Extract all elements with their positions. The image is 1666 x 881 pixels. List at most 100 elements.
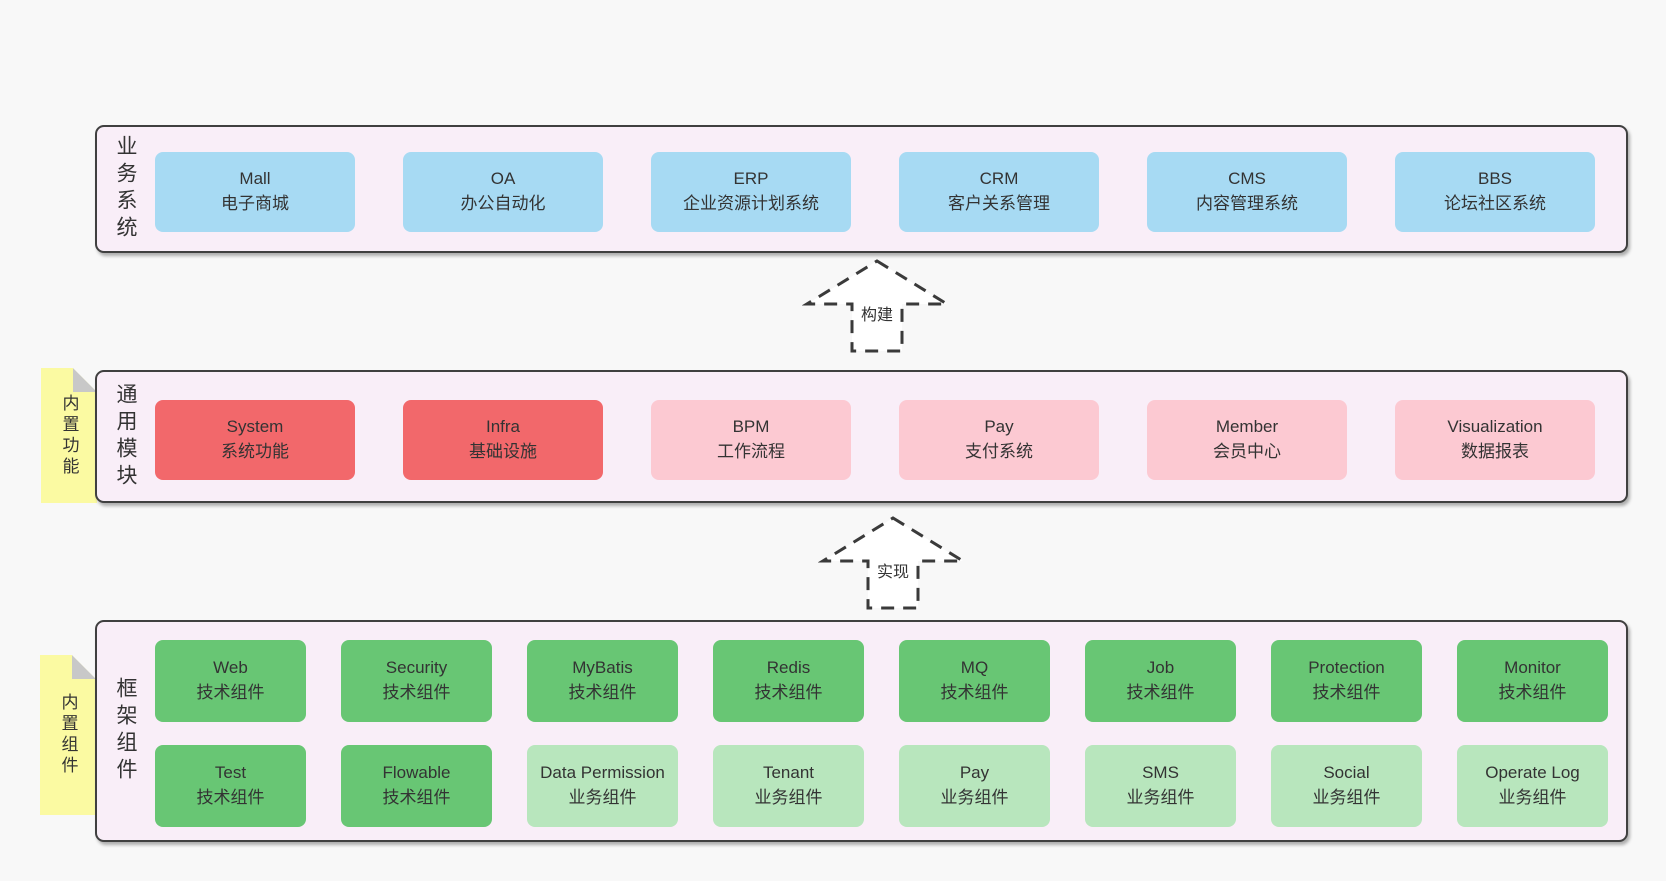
box-subtitle: 业务组件	[754, 788, 823, 807]
box-subtitle: 技术组件	[382, 788, 451, 807]
box-title: Mall	[239, 169, 271, 189]
box-title: Operate Log	[1485, 763, 1580, 783]
box-subtitle: 论坛社区系统	[1444, 194, 1546, 213]
box-operate-log: Operate Log 业务组件	[1457, 745, 1608, 827]
box-title: MyBatis	[572, 658, 633, 678]
box-mq: MQ 技术组件	[899, 640, 1050, 722]
box-title: Monitor	[1504, 658, 1561, 678]
sticky-note-label: 内置功能	[59, 393, 79, 478]
business-box-row: Mall 电子商城 OA 办公自动化 ERP 企业资源计划系统 CRM 客户关系…	[155, 152, 1595, 232]
box-mall: Mall 电子商城	[155, 152, 355, 232]
box-subtitle: 技术组件	[196, 683, 265, 702]
components-box-row-1: Web 技术组件 Security 技术组件 MyBatis 技术组件 Redi…	[155, 640, 1608, 722]
box-title: System	[226, 417, 284, 437]
box-title: BBS	[1477, 169, 1513, 189]
box-subtitle: 基础设施	[469, 442, 537, 461]
box-title: BPM	[732, 417, 770, 437]
box-subtitle: 企业资源计划系统	[683, 194, 819, 213]
arrow-label: 构建	[858, 301, 896, 325]
box-social: Social 业务组件	[1271, 745, 1422, 827]
box-subtitle: 会员中心	[1213, 442, 1281, 461]
box-subtitle: 业务组件	[568, 788, 637, 807]
box-subtitle: 业务组件	[1498, 788, 1567, 807]
components-box-row-2: Test 技术组件 Flowable 技术组件 Data Permission …	[155, 745, 1608, 827]
modules-box-row: System 系统功能 Infra 基础设施 BPM 工作流程 Pay 支付系统…	[155, 400, 1595, 480]
box-subtitle: 业务组件	[940, 788, 1009, 807]
box-title: ERP	[733, 169, 769, 189]
box-protection: Protection 技术组件	[1271, 640, 1422, 722]
box-title: OA	[490, 169, 516, 189]
box-bbs: BBS 论坛社区系统	[1395, 152, 1595, 232]
box-subtitle: 支付系统	[965, 442, 1033, 461]
sticky-note-label: 内置组件	[58, 693, 78, 777]
box-infra: Infra 基础设施	[403, 400, 603, 480]
box-title: Pay	[984, 417, 1014, 437]
panel-title-common-modules: 通用模块	[114, 382, 137, 491]
panel-business-systems: 业务系统 Mall 电子商城 OA 办公自动化 ERP 企业资源计划系统 CRM…	[95, 125, 1628, 253]
box-title: Pay	[959, 763, 990, 783]
box-bpm: BPM 工作流程	[651, 400, 851, 480]
box-title: Social	[1323, 763, 1370, 783]
box-mybatis: MyBatis 技术组件	[527, 640, 678, 722]
panel-framework-components: 框架组件 Web 技术组件 Security 技术组件 MyBatis 技术组件…	[95, 620, 1628, 842]
box-sms: SMS 业务组件	[1085, 745, 1236, 827]
box-web: Web 技术组件	[155, 640, 306, 722]
box-subtitle: 技术组件	[568, 683, 637, 702]
box-title: CRM	[979, 169, 1019, 189]
box-subtitle: 数据报表	[1461, 442, 1529, 461]
box-test: Test 技术组件	[155, 745, 306, 827]
box-title: Job	[1146, 658, 1175, 678]
box-title: Member	[1215, 417, 1279, 437]
box-visualization: Visualization 数据报表	[1395, 400, 1595, 480]
panel-title-business-systems: 业务系统	[114, 135, 137, 243]
box-crm: CRM 客户关系管理	[899, 152, 1099, 232]
box-subtitle: 电子商城	[221, 194, 289, 213]
box-subtitle: 技术组件	[754, 683, 823, 702]
box-title: Test	[214, 763, 247, 783]
box-title: Tenant	[762, 763, 815, 783]
box-data-permission: Data Permission 业务组件	[527, 745, 678, 827]
box-security: Security 技术组件	[341, 640, 492, 722]
box-subtitle: 技术组件	[940, 683, 1009, 702]
box-title: Redis	[766, 658, 811, 678]
box-subtitle: 业务组件	[1312, 788, 1381, 807]
box-oa: OA 办公自动化	[403, 152, 603, 232]
box-subtitle: 内容管理系统	[1196, 194, 1298, 213]
box-subtitle: 客户关系管理	[948, 194, 1050, 213]
box-title: SMS	[1142, 763, 1179, 783]
box-subtitle: 工作流程	[717, 442, 785, 461]
panel-title-framework-components: 框架组件	[114, 677, 137, 785]
sticky-note-built-in-components: 内置组件	[40, 655, 96, 815]
sticky-note-built-in-features: 内置功能	[41, 368, 97, 503]
box-pay-component: Pay 业务组件	[899, 745, 1050, 827]
box-monitor: Monitor 技术组件	[1457, 640, 1608, 722]
arrow-label: 实现	[874, 558, 912, 582]
box-title: CMS	[1228, 169, 1266, 189]
box-job: Job 技术组件	[1085, 640, 1236, 722]
box-title: Protection	[1308, 658, 1385, 678]
box-cms: CMS 内容管理系统	[1147, 152, 1347, 232]
box-title: Data Permission	[540, 763, 665, 783]
box-subtitle: 系统功能	[221, 442, 289, 461]
box-redis: Redis 技术组件	[713, 640, 864, 722]
box-title: Visualization	[1447, 417, 1543, 437]
box-title: Security	[385, 658, 448, 678]
box-title: Infra	[485, 417, 521, 437]
panel-common-modules: 通用模块 System 系统功能 Infra 基础设施 BPM 工作流程 Pay…	[95, 370, 1628, 503]
box-title: Flowable	[382, 763, 451, 783]
box-erp: ERP 企业资源计划系统	[651, 152, 851, 232]
box-subtitle: 技术组件	[382, 683, 451, 702]
box-system: System 系统功能	[155, 400, 355, 480]
box-subtitle: 技术组件	[1498, 683, 1567, 702]
box-subtitle: 技术组件	[196, 788, 265, 807]
build-arrow: 构建	[802, 257, 952, 355]
box-title: Web	[213, 658, 248, 678]
folded-corner-icon	[72, 655, 96, 679]
box-title: MQ	[960, 658, 989, 678]
box-flowable: Flowable 技术组件	[341, 745, 492, 827]
box-subtitle: 技术组件	[1126, 683, 1195, 702]
box-tenant: Tenant 业务组件	[713, 745, 864, 827]
box-member: Member 会员中心	[1147, 400, 1347, 480]
folded-corner-icon	[73, 368, 97, 392]
